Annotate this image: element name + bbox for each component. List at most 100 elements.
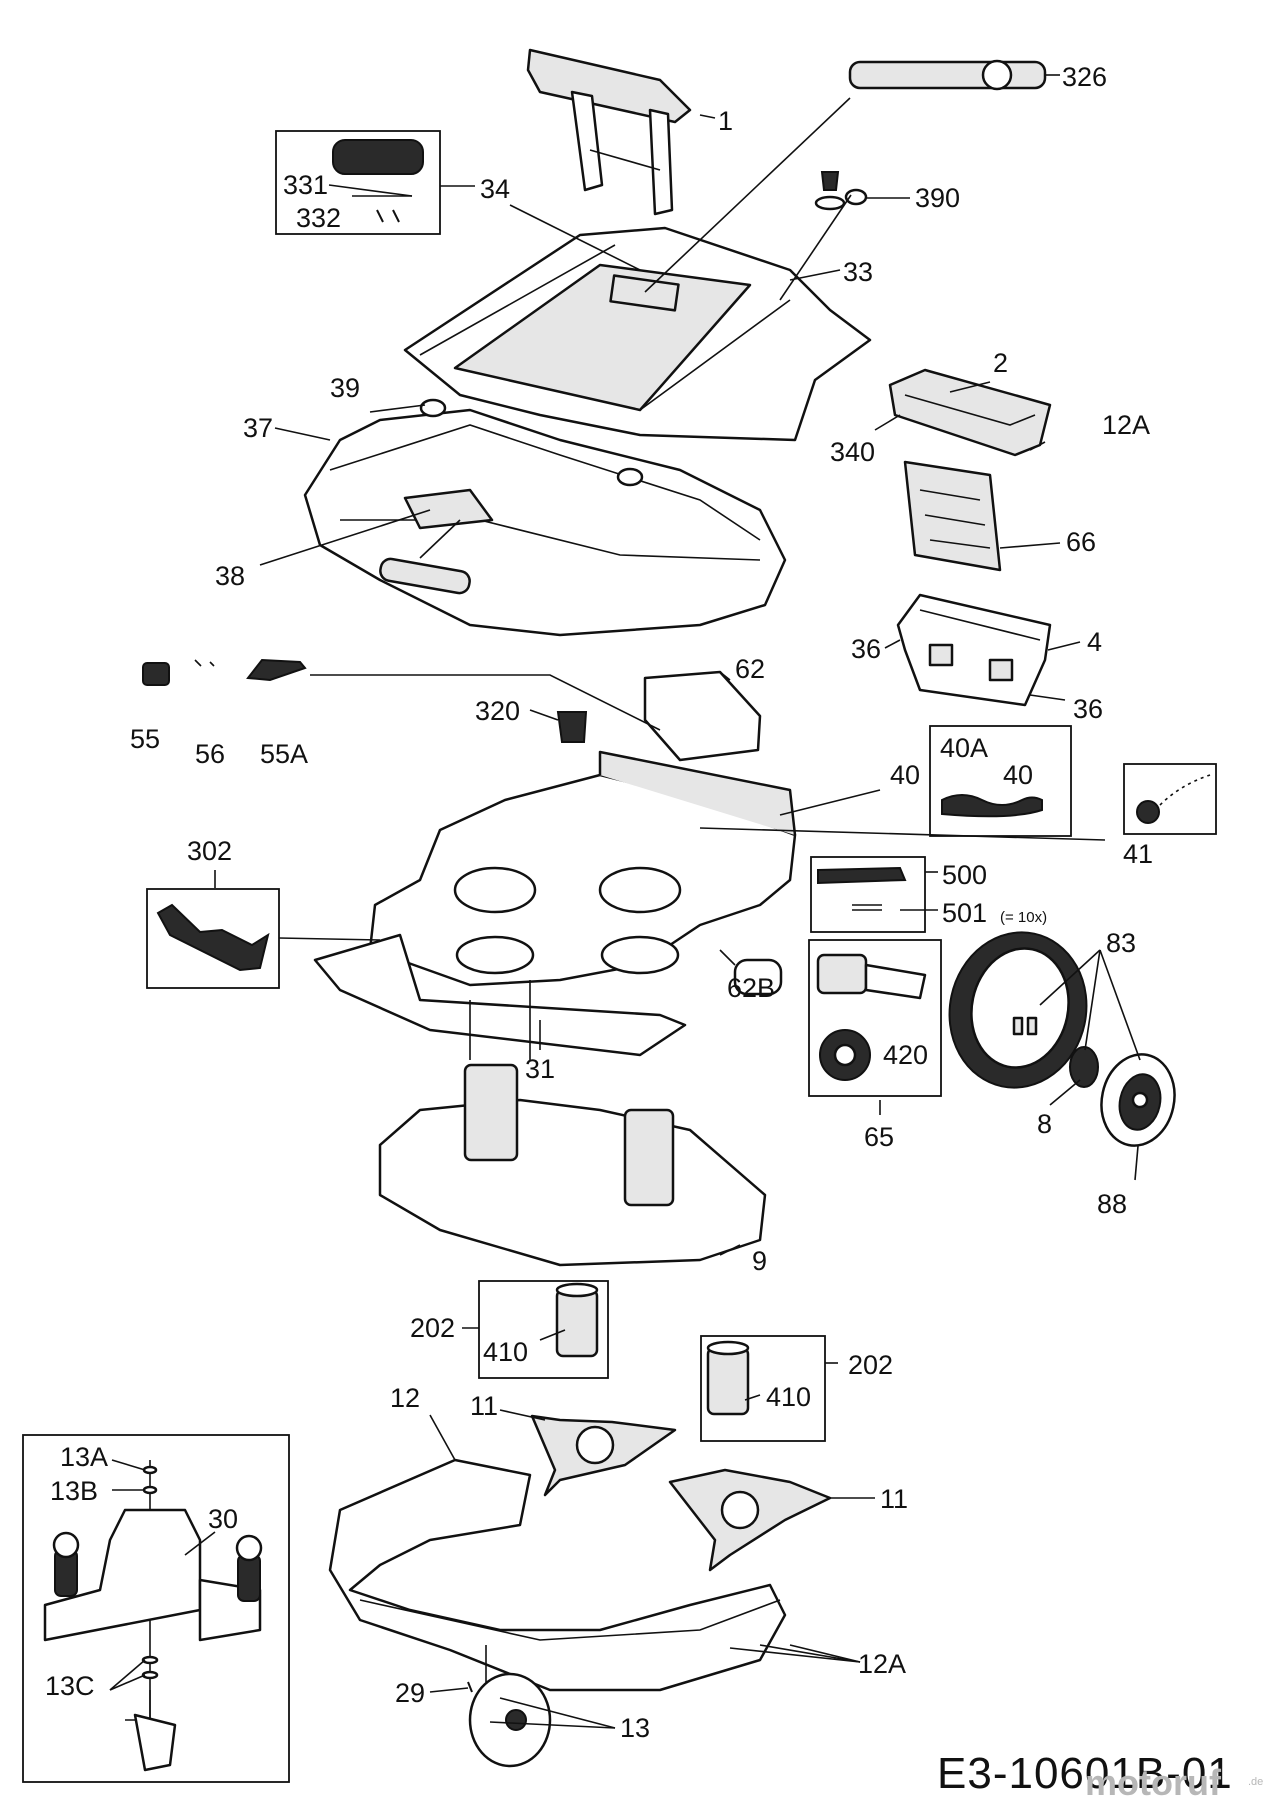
leader-lines xyxy=(109,74,1141,1729)
callout-340: 340 xyxy=(830,437,875,467)
blade-motor-left-part xyxy=(555,1282,599,1358)
seal-strip-hole xyxy=(981,59,1013,91)
callout-420: 420 xyxy=(883,1040,928,1070)
callout-41: 41 xyxy=(1123,839,1153,869)
inset-box-65 xyxy=(808,939,942,1097)
callout-36-right: 36 xyxy=(1073,694,1103,724)
front-wheel-part xyxy=(468,1645,552,1768)
inset-box-202-right xyxy=(700,1335,826,1442)
callout-302: 302 xyxy=(187,836,232,866)
callout-501-note: (= 10x) xyxy=(1000,909,1047,926)
callout-320: 320 xyxy=(475,696,520,726)
callout-62: 62 xyxy=(735,654,765,684)
callout-13b: 13B xyxy=(50,1476,98,1506)
wheel-hub-part xyxy=(1069,1046,1099,1088)
callout-38: 38 xyxy=(215,561,245,591)
callout-326: 326 xyxy=(1062,62,1107,92)
callout-31: 31 xyxy=(525,1054,555,1084)
seal-strip-part xyxy=(848,60,1047,90)
cap-part xyxy=(556,711,588,743)
callout-11-right: 11 xyxy=(880,1484,908,1514)
inset-box-202-left xyxy=(478,1280,609,1379)
callout-202-left: 202 xyxy=(410,1313,455,1343)
callout-62b: 62B xyxy=(727,973,775,1003)
chassis-part xyxy=(313,750,797,1060)
blade-disc-right-part xyxy=(668,1468,832,1572)
callout-8: 8 xyxy=(1037,1109,1052,1139)
spring-29-part xyxy=(467,1681,473,1693)
callout-410-left: 410 xyxy=(483,1337,528,1367)
callout-13c: 13C xyxy=(45,1671,95,1701)
blade-motor-right-part xyxy=(706,1340,750,1416)
hubcap-part xyxy=(1100,1053,1176,1147)
blade-disc-left-part xyxy=(530,1414,677,1497)
callout-1: 1 xyxy=(718,106,733,136)
callout-12: 12 xyxy=(390,1383,420,1413)
callout-390: 390 xyxy=(915,183,960,213)
callout-331: 331 xyxy=(283,170,328,200)
body-shell-part xyxy=(303,398,787,637)
callout-55a: 55A xyxy=(260,739,308,769)
callout-40: 40 xyxy=(890,760,920,790)
callout-30: 30 xyxy=(208,1504,238,1534)
callout-2: 2 xyxy=(993,348,1008,378)
callout-66: 66 xyxy=(1066,527,1096,557)
battery-housing-part xyxy=(896,593,1052,707)
pins-501-part xyxy=(852,904,882,911)
gasket-420-part xyxy=(819,1029,871,1081)
callout-12a-top: 12A xyxy=(1102,410,1150,440)
callout-65: 65 xyxy=(864,1122,894,1152)
callout-37: 37 xyxy=(243,413,273,443)
callout-55: 55 xyxy=(130,724,160,754)
inset-box-500-501 xyxy=(810,856,926,933)
base-plate-part xyxy=(378,1063,767,1267)
callout-500: 500 xyxy=(942,860,987,890)
callout-202-right: 202 xyxy=(848,1350,893,1380)
inset-box-40a xyxy=(929,725,1072,837)
watermark: motoruf xyxy=(1085,1762,1222,1800)
callout-36-left: 36 xyxy=(851,634,881,664)
small-parts-55-group xyxy=(142,658,307,686)
motor-part xyxy=(816,953,927,1000)
circuit-board-part xyxy=(903,460,1002,572)
callout-501: 501 xyxy=(942,898,987,928)
callout-40a: 40A xyxy=(940,733,988,763)
top-cover-part xyxy=(403,226,872,442)
callout-410-right: 410 xyxy=(766,1382,811,1412)
callout-39: 39 xyxy=(330,373,360,403)
callout-9: 9 xyxy=(752,1246,767,1276)
inset-box-13-assembly xyxy=(22,1434,290,1783)
callout-40-inset: 40 xyxy=(1003,760,1033,790)
wheel-mount-assembly-part xyxy=(43,1460,263,1772)
plug-part xyxy=(1136,800,1160,824)
drive-wheel-part xyxy=(948,931,1088,1089)
shaft-500-part xyxy=(817,866,907,885)
callout-12a-bottom: 12A xyxy=(858,1649,906,1679)
callout-88: 88 xyxy=(1097,1189,1127,1219)
callout-4: 4 xyxy=(1087,627,1102,657)
callout-332: 332 xyxy=(296,203,341,233)
watermark-suffix: .de xyxy=(1248,1776,1263,1788)
inset-box-41 xyxy=(1123,763,1217,835)
callout-34: 34 xyxy=(480,174,510,204)
cover-plate-part xyxy=(888,368,1052,457)
button-part xyxy=(814,171,868,211)
screws-part xyxy=(376,209,400,223)
callout-29: 29 xyxy=(395,1678,425,1708)
display-part xyxy=(332,139,424,175)
callout-33: 33 xyxy=(843,257,873,287)
plug-cable xyxy=(1159,774,1211,806)
seal-cord-part xyxy=(941,794,1043,818)
callout-56: 56 xyxy=(195,739,225,769)
handle-part xyxy=(526,48,692,216)
drawing-code: E3-10601B-01 xyxy=(937,1749,1233,1798)
bracket-part xyxy=(156,903,270,972)
callout-83: 83 xyxy=(1106,928,1136,958)
battery-pack-part xyxy=(643,670,762,762)
inset-box-34 xyxy=(275,130,441,235)
callout-11-left: 11 xyxy=(470,1391,498,1421)
skirt-part xyxy=(328,1458,787,1692)
callout-13a: 13A xyxy=(60,1442,108,1472)
callout-13: 13 xyxy=(620,1713,650,1743)
